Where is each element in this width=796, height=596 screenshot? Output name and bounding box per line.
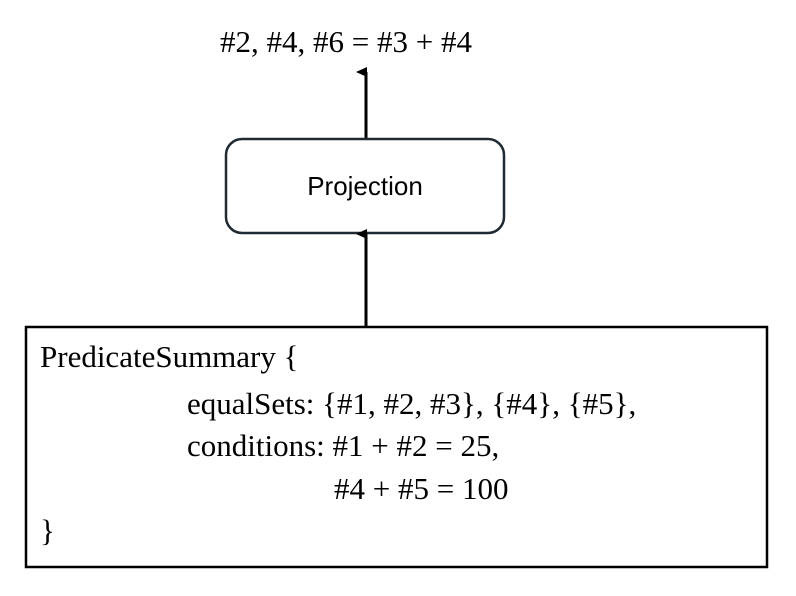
- predicate-summary-node: PredicateSummary { equalSets: {#1, #2, #…: [24, 325, 769, 569]
- equal-sets-line: equalSets: {#1, #2, #3}, {#4}, {#5},: [187, 386, 636, 421]
- predicate-summary-closing: }: [40, 513, 55, 548]
- projection-node-label: Projection: [307, 171, 423, 201]
- conditions-line-2: #4 + #5 = 100: [334, 471, 508, 506]
- output-expression: #2, #4, #6 = #3 + #4: [220, 24, 472, 59]
- predicate-summary-box: [24, 325, 769, 569]
- conditions-line-1: conditions: #1 + #2 = 25,: [187, 428, 499, 463]
- projection-node: Projection: [224, 137, 506, 235]
- predicate-summary-header: PredicateSummary {: [40, 339, 299, 374]
